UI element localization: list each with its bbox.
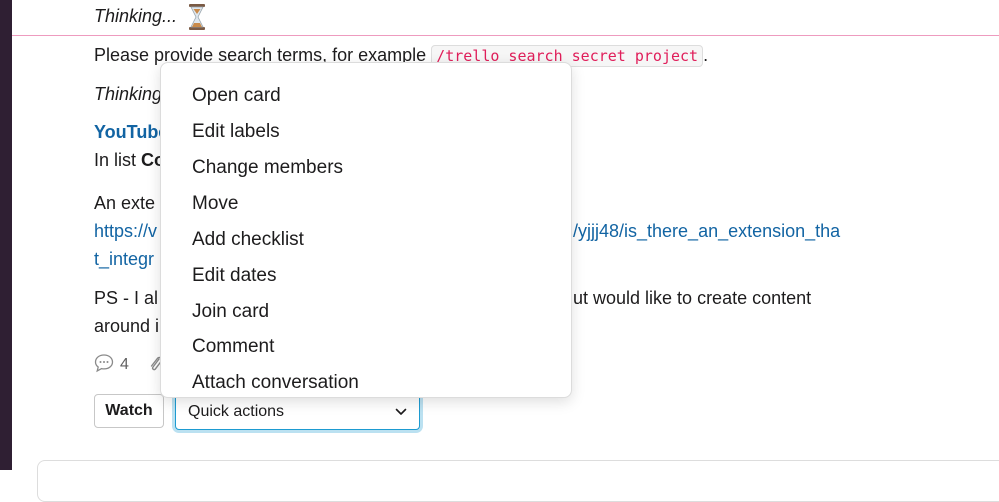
card-list-info: In list Co <box>94 146 165 174</box>
thinking-text: Thinking... <box>94 6 178 26</box>
quick-actions-select[interactable]: Quick actions <box>175 394 420 430</box>
chevron-down-icon <box>395 403 407 421</box>
ps-line-1-start: PS - I al <box>94 288 159 308</box>
menu-item-change-members[interactable]: Change members <box>192 157 344 178</box>
menu-item-edit-dates[interactable]: Edit dates <box>192 265 277 286</box>
ps-line-2: around i <box>94 316 160 336</box>
menu-item-open-card[interactable]: Open card <box>192 85 281 106</box>
menu-item-move[interactable]: Move <box>192 193 239 214</box>
watch-button[interactable]: Watch <box>94 394 164 428</box>
reply-count-value: 4 <box>120 356 129 373</box>
search-prompt-message: Please provide search terms, for example… <box>94 41 708 70</box>
thinking-message: Thinking... <box>94 2 208 31</box>
search-example-code: /trello search secret project <box>431 45 704 67</box>
menu-item-comment[interactable]: Comment <box>192 336 275 357</box>
quick-actions-menu: Open card Edit labels Change members Mov… <box>160 62 572 398</box>
workspace-sidebar-edge <box>0 0 12 470</box>
list-name: Co <box>141 150 166 170</box>
paperclip-icon <box>148 354 164 374</box>
search-prompt-end: . <box>703 45 709 65</box>
quick-actions-value: Quick actions <box>188 403 285 420</box>
search-prompt-text: Please provide search terms, for example <box>94 45 427 65</box>
reply-count[interactable]: 4 <box>94 353 129 378</box>
comment-bubble-icon <box>94 353 114 378</box>
card-url-line-2[interactable]: t_integr <box>94 249 155 269</box>
menu-item-attach-conversation[interactable]: Attach conversation <box>192 372 359 393</box>
card-description-line-1: An exte <box>94 193 156 213</box>
menu-item-edit-labels[interactable]: Edit labels <box>192 121 280 142</box>
card-url-line-1-start[interactable]: https://v <box>94 221 158 241</box>
card-title-link[interactable]: YouTube <box>94 122 169 142</box>
hourglass-icon <box>186 3 208 31</box>
next-message-card <box>37 460 999 502</box>
menu-item-join-card[interactable]: Join card <box>192 301 270 322</box>
menu-item-add-checklist[interactable]: Add checklist <box>192 229 304 250</box>
in-list-prefix: In list <box>94 150 137 170</box>
new-messages-divider <box>12 35 999 36</box>
card-url-line-1-end[interactable]: /yjjj48/is_there_an_extension_tha <box>573 221 841 241</box>
thinking-message-2: Thinking <box>94 84 163 104</box>
ps-line-1-end: ut would like to create content <box>573 288 812 308</box>
